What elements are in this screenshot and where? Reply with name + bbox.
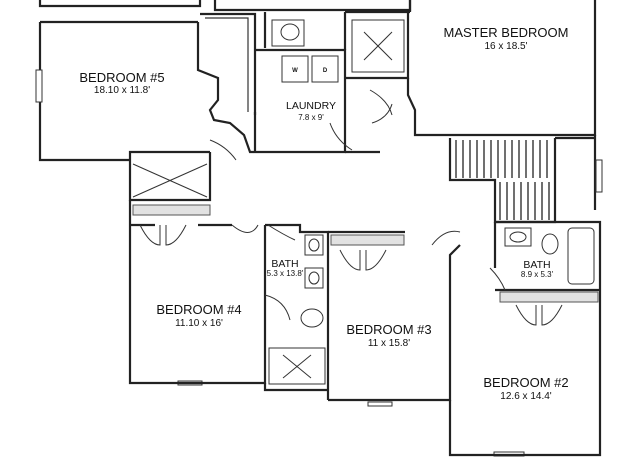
bath-right-label: BATH — [523, 259, 550, 271]
staircase — [455, 140, 550, 220]
bathtub-icon — [567, 227, 595, 285]
bedroom4-label: BEDROOM #4 — [156, 302, 241, 317]
bedroom3-dims: 11 x 15.8' — [368, 338, 410, 349]
washer-icon — [281, 55, 309, 83]
laundry-label: LAUNDRY — [286, 100, 336, 112]
bath-left-label: BATH — [271, 258, 298, 270]
dryer-label: D — [323, 68, 328, 74]
master-bedroom-label: MASTER BEDROOM — [444, 25, 569, 40]
dryer-icon — [311, 55, 339, 83]
bedroom5-label: BEDROOM #5 — [79, 70, 164, 85]
hall-closet-icon — [132, 163, 208, 198]
bath-right-dims: 8.9 x 5.3' — [521, 270, 554, 279]
bath-right-fixtures — [504, 227, 595, 285]
toilet-icon — [300, 308, 324, 328]
bedroom4-dims: 11.10 x 16' — [175, 318, 223, 329]
master-shower-icon — [351, 19, 405, 73]
laundry-fixtures: W D — [271, 19, 339, 83]
room-labels: MASTER BEDROOM 16 x 18.5' BEDROOM #5 18.… — [79, 25, 568, 402]
bath-left-fixtures — [268, 234, 326, 385]
laundry-dims: 7.8 x 9' — [298, 113, 324, 122]
bedroom2-dims: 12.6 x 14.4' — [500, 391, 551, 402]
bath-left-dims: 5.3 x 13.8' — [267, 269, 304, 278]
toilet-icon — [541, 233, 559, 255]
lower-walls — [128, 200, 602, 457]
upper-walls — [38, 0, 597, 224]
bedroom2-label: BEDROOM #2 — [483, 375, 568, 390]
bedroom5-dims: 18.10 x 11.8' — [94, 85, 150, 96]
bedroom3-label: BEDROOM #3 — [346, 322, 431, 337]
doors — [139, 89, 563, 326]
master-bedroom-dims: 16 x 18.5' — [484, 41, 527, 52]
washer-label: W — [292, 68, 298, 74]
